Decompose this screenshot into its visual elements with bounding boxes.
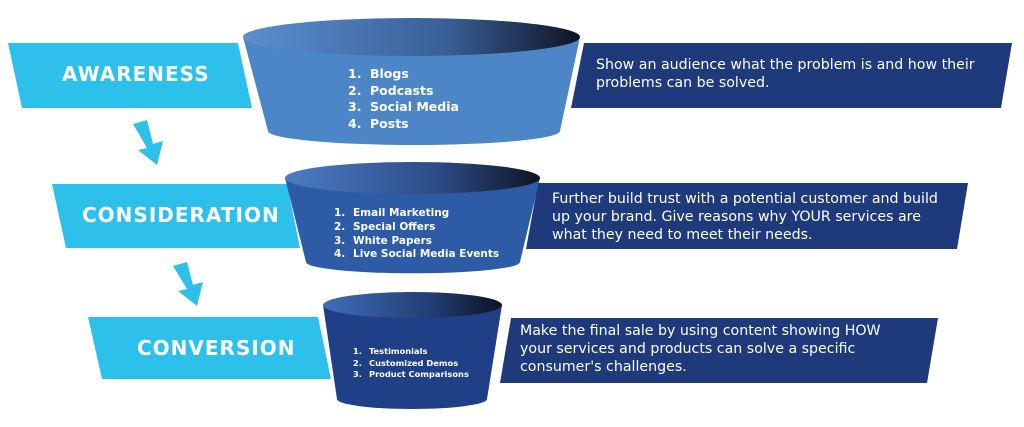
stage-description-consideration: Further build trust with a potential cus… — [552, 191, 938, 243]
list-item-number: 2. — [353, 357, 362, 368]
list-item-text: Podcasts — [370, 82, 434, 98]
list-item-text: Live Social Media Events — [353, 248, 500, 261]
list-item: 1. Email Marketing — [334, 207, 499, 221]
stage-banner-awareness — [8, 43, 252, 108]
list-item: 3. Social Media — [348, 99, 459, 116]
funnel-mouth-awareness — [243, 18, 580, 56]
description-panel-awareness — [571, 43, 1012, 108]
stage-banner-conversion — [88, 317, 331, 379]
list-item: 1. Blogs — [348, 66, 459, 83]
list-item-text: Product Comparisons — [369, 369, 469, 379]
list-item: 2. Podcasts — [348, 83, 459, 100]
list-item: 2. Customized Demos — [353, 358, 469, 370]
list-item: 3. White Papers — [334, 235, 499, 249]
stage-label-conversion: CONVERSION — [137, 336, 296, 360]
list-item-number: 2. — [334, 220, 346, 233]
list-item-number: 2. — [348, 82, 362, 98]
stage-description-awareness: Show an audience what the problem is and… — [596, 57, 975, 91]
list-item: 4. Live Social Media Events — [334, 248, 499, 262]
list-item-number: 4. — [348, 115, 362, 131]
description-panel-consideration — [526, 183, 968, 249]
list-item-text: Special Offers — [353, 220, 436, 233]
list-item-number: 3. — [348, 99, 362, 114]
list-item-text: Blogs — [370, 66, 409, 81]
funnel-mouth-consideration — [285, 162, 540, 194]
list-item: 3. Product Comparisons — [353, 369, 469, 381]
funnel-body-conversion — [323, 305, 502, 409]
arrow-down-icon — [133, 120, 163, 165]
stage-label-consideration: CONSIDERATION — [82, 203, 280, 227]
list-item-number: 1. — [353, 346, 362, 356]
tactics-list-conversion: 1. Testimonials 2. Customized Demos 3. Prod… — [353, 346, 469, 381]
list-item-text: Customized Demos — [369, 357, 459, 368]
stage-banner-consideration — [52, 184, 300, 248]
list-item: 4. Posts — [348, 116, 459, 133]
list-item-text: Testimonials — [369, 346, 428, 356]
list-item-number: 3. — [334, 234, 346, 247]
tactics-list-awareness: 1. Blogs 2. Podcasts 3. Social Media 4. Post… — [348, 66, 459, 132]
stage-description-conversion: Make the final sale by using content sho… — [520, 323, 881, 375]
list-item-text: Email Marketing — [353, 207, 450, 219]
list-item-text: White Papers — [353, 234, 433, 247]
stage-label-awareness: AWARENESS — [62, 62, 210, 86]
list-item-text: Social Media — [370, 99, 459, 114]
arrow-down-icon — [173, 262, 203, 306]
list-item-number: 1. — [348, 66, 362, 81]
list-item-number: 1. — [334, 207, 346, 219]
funnel-body-consideration — [285, 178, 540, 274]
list-item: 2. Special Offers — [334, 221, 499, 235]
list-item-number: 3. — [353, 369, 362, 379]
list-item-number: 4. — [334, 248, 346, 261]
funnel-body-awareness — [243, 37, 580, 145]
description-panel-conversion — [500, 318, 938, 383]
list-item: 1. Testimonials — [353, 346, 469, 358]
funnel-mouth-conversion — [323, 292, 502, 318]
list-item-text: Posts — [370, 115, 409, 131]
tactics-list-consideration: 1. Email Marketing 2. Special Offers 3. Whi… — [334, 207, 499, 262]
